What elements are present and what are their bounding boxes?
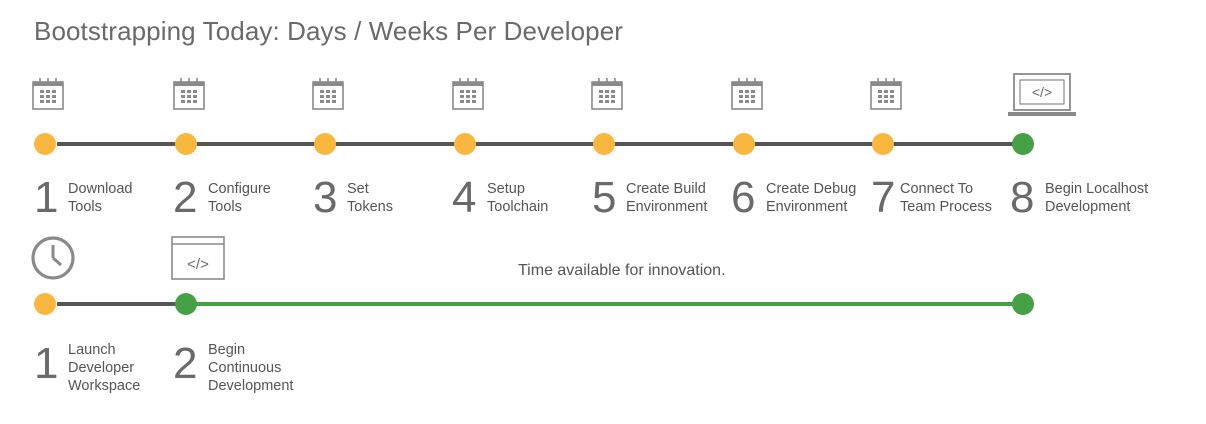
step-dot-7 bbox=[872, 133, 894, 155]
diagram-title: Bootstrapping Today: Days / Weeks Per De… bbox=[34, 16, 624, 46]
code-glyph: </> bbox=[187, 256, 209, 273]
step-number: 6 bbox=[731, 173, 756, 222]
step-dot-3 bbox=[314, 133, 336, 155]
step-dot-8 bbox=[1012, 133, 1034, 155]
calendar-icon bbox=[312, 78, 344, 110]
innovation-track bbox=[196, 302, 1016, 306]
clock-icon bbox=[31, 236, 75, 280]
step-dot-6 bbox=[733, 133, 755, 155]
step-number: 1 bbox=[34, 173, 59, 222]
timeline-track bbox=[57, 302, 177, 306]
calendar-icon bbox=[870, 78, 902, 110]
calendar-icon bbox=[452, 78, 484, 110]
calendar-icon bbox=[731, 78, 763, 110]
step-dot-1 bbox=[34, 293, 56, 315]
step-dot-2 bbox=[175, 133, 197, 155]
step-number: 2 bbox=[173, 173, 198, 222]
step-number: 5 bbox=[592, 173, 617, 222]
calendar-icon bbox=[32, 78, 64, 110]
step-dot-end bbox=[1012, 293, 1034, 315]
step-dot-1 bbox=[34, 133, 56, 155]
calendar-icon bbox=[173, 78, 205, 110]
laptop-code-icon: </> bbox=[1008, 73, 1076, 116]
code-glyph: </> bbox=[1032, 84, 1052, 100]
step-number: 2 bbox=[173, 339, 198, 388]
step-dot-2 bbox=[175, 293, 197, 315]
timeline-track bbox=[57, 142, 1017, 146]
step-dot-4 bbox=[454, 133, 476, 155]
innovation-caption: Time available for innovation. bbox=[518, 262, 726, 279]
browser-code-icon: </> bbox=[171, 236, 225, 280]
step-number: 7 bbox=[871, 173, 896, 222]
step-number: 1 bbox=[34, 339, 59, 388]
step-number: 3 bbox=[313, 173, 338, 222]
step-number: 4 bbox=[452, 173, 477, 222]
step-number: 8 bbox=[1010, 173, 1035, 222]
calendar-icon bbox=[591, 78, 623, 110]
step-dot-5 bbox=[593, 133, 615, 155]
